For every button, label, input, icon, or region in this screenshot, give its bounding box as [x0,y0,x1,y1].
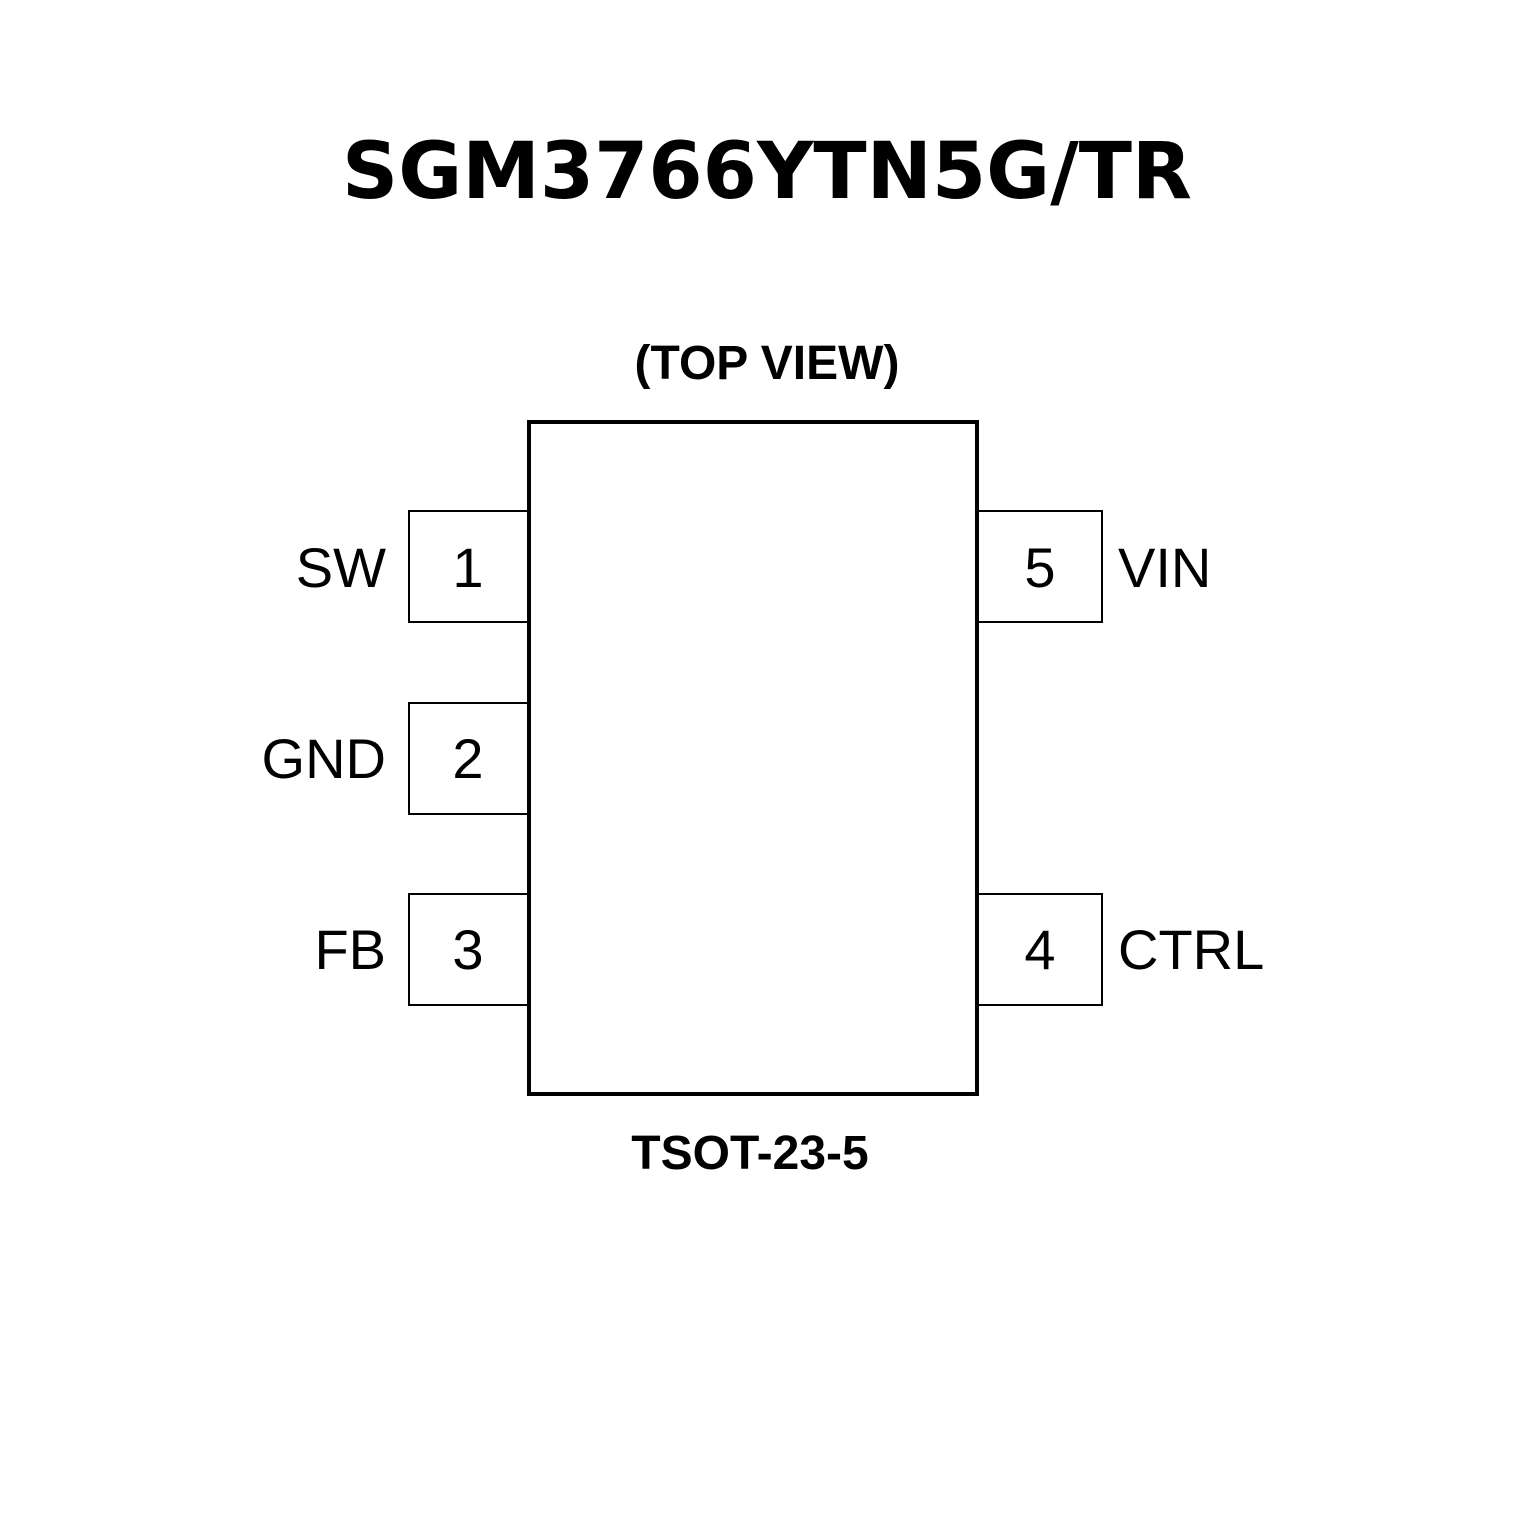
chip-body [527,420,979,1096]
pin-number: 1 [452,536,483,599]
pin-name: VIN [1118,536,1211,599]
pin-number: 3 [452,918,483,981]
pin-number: 4 [1024,918,1055,981]
pin-name: GND [262,727,386,790]
pin-number: 5 [1024,536,1055,599]
pin-name: SW [296,536,386,599]
pin-name: CTRL [1118,918,1264,981]
package-label: TSOT-23-5 [631,1127,868,1180]
view-label: (TOP VIEW) [635,337,900,390]
pin-3: 3 FB [314,893,527,1006]
part-number-title: SGM3766YTN5G/TR [342,127,1192,217]
pin-2: 2 GND [262,702,527,815]
pin-4: 4 CTRL [979,893,1264,1006]
pin-5: 5 VIN [979,510,1211,623]
pin-number: 2 [452,727,483,790]
pin-1: 1 SW [296,510,527,623]
pin-name: FB [314,918,386,981]
